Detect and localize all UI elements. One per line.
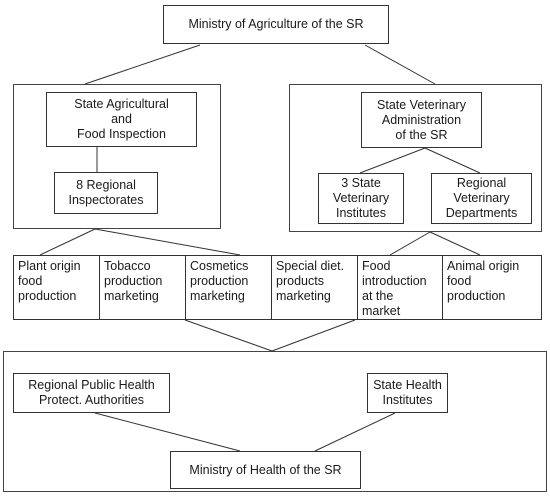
- area-food-introduction: Food introduction at the market: [358, 256, 443, 319]
- ministry-agriculture-label: Ministry of Agriculture of the SR: [188, 17, 364, 31]
- connector: [429, 231, 481, 256]
- area-special-diet: Special diet. products marketing: [272, 256, 358, 319]
- state-vet-institutes-label: 3 State Veterinary Institutes: [332, 176, 390, 220]
- state-agri-inspection-label: State Agricultural and Food Inspection: [74, 97, 169, 141]
- state-vet-admin-label: State Veterinary Administration of the S…: [377, 97, 466, 142]
- regional-public-health-label: Regional Public Health Protect. Authorit…: [28, 378, 155, 407]
- connector: [389, 231, 431, 256]
- areas-row: [13, 255, 542, 320]
- connector: [39, 228, 96, 256]
- state-agri-inspection-box: State Agricultural and Food Inspection: [46, 92, 197, 147]
- health-frame: [3, 351, 547, 492]
- connector: [364, 44, 436, 85]
- area-plant-origin: Plant origin food production: [14, 256, 100, 319]
- regional-vet-departments-box: Regional Veterinary Departments: [431, 173, 532, 224]
- connector: [94, 412, 241, 452]
- regional-public-health-box: Regional Public Health Protect. Authorit…: [13, 373, 170, 413]
- state-vet-admin-box: State Veterinary Administration of the S…: [361, 92, 482, 148]
- area-animal-origin: Animal origin food production: [447, 259, 520, 303]
- connector: [424, 147, 481, 174]
- area-cosmetics: Cosmetics production marketing: [186, 256, 272, 319]
- regional-vet-departments-label: Regional Veterinary Departments: [445, 176, 518, 220]
- connector: [94, 228, 241, 256]
- state-health-institutes-box: State Health Institutes: [367, 373, 448, 413]
- regional-inspectorates-box: 8 Regional Inspectorates: [54, 172, 158, 214]
- connector: [271, 319, 356, 352]
- area-tobacco: Tobacco production marketing: [100, 256, 186, 319]
- ministry-health-box: Ministry of Health of the SR: [170, 451, 361, 489]
- connector: [359, 147, 426, 174]
- agricultural-inspection-frame: [13, 84, 221, 229]
- state-vet-institutes-box: 3 State Veterinary Institutes: [318, 173, 404, 224]
- state-health-institutes-label: State Health Institutes: [373, 378, 442, 407]
- ministry-agriculture-box: Ministry of Agriculture of the SR: [163, 5, 389, 44]
- connector: [84, 44, 201, 85]
- regional-inspectorates-label: 8 Regional Inspectorates: [68, 178, 144, 207]
- connector: [184, 319, 273, 352]
- connector: [314, 412, 396, 452]
- ministry-health-label: Ministry of Health of the SR: [189, 462, 342, 477]
- veterinary-frame: [289, 84, 542, 232]
